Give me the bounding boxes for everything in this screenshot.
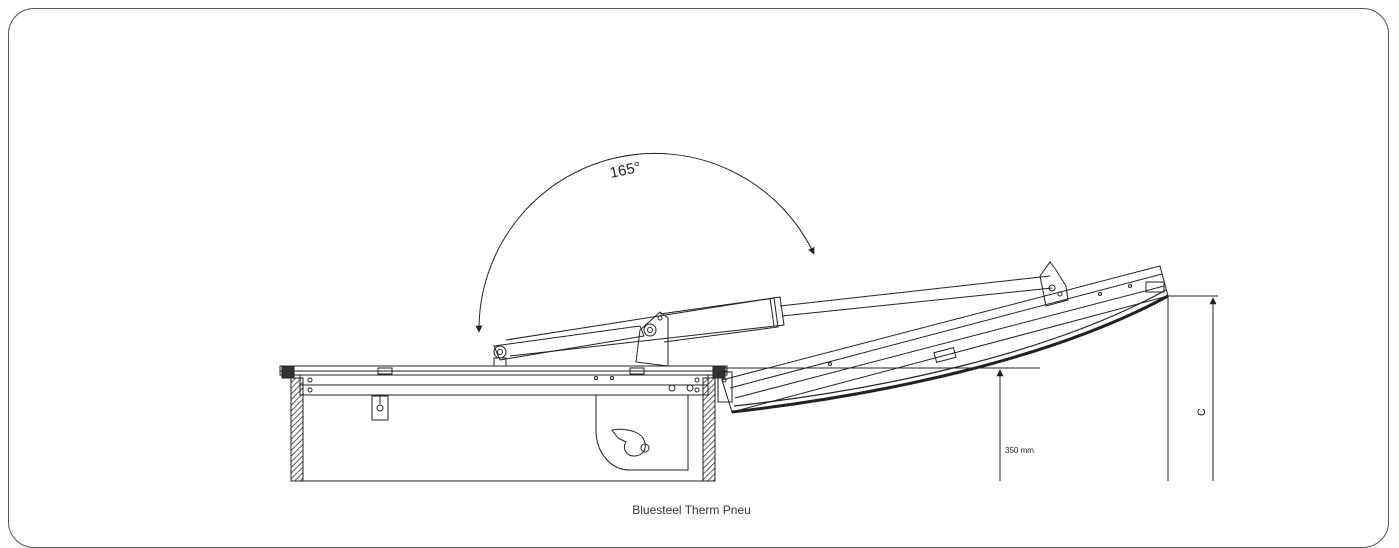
angle-label: 165°	[608, 159, 642, 182]
height-dimension-label: 350 mm	[1005, 446, 1034, 455]
opening-angle-arc	[475, 152, 815, 333]
c-dimension	[1167, 295, 1218, 481]
c-dimension-label: C	[1196, 408, 1208, 416]
opened-lid	[717, 261, 1169, 414]
height-dimension	[725, 367, 1040, 481]
pneumatic-arm	[493, 275, 1053, 367]
technical-drawing: 165°	[279, 152, 1218, 482]
drawing-caption: Bluesteel Therm Pneu	[632, 503, 751, 517]
curb-frame	[279, 365, 728, 482]
